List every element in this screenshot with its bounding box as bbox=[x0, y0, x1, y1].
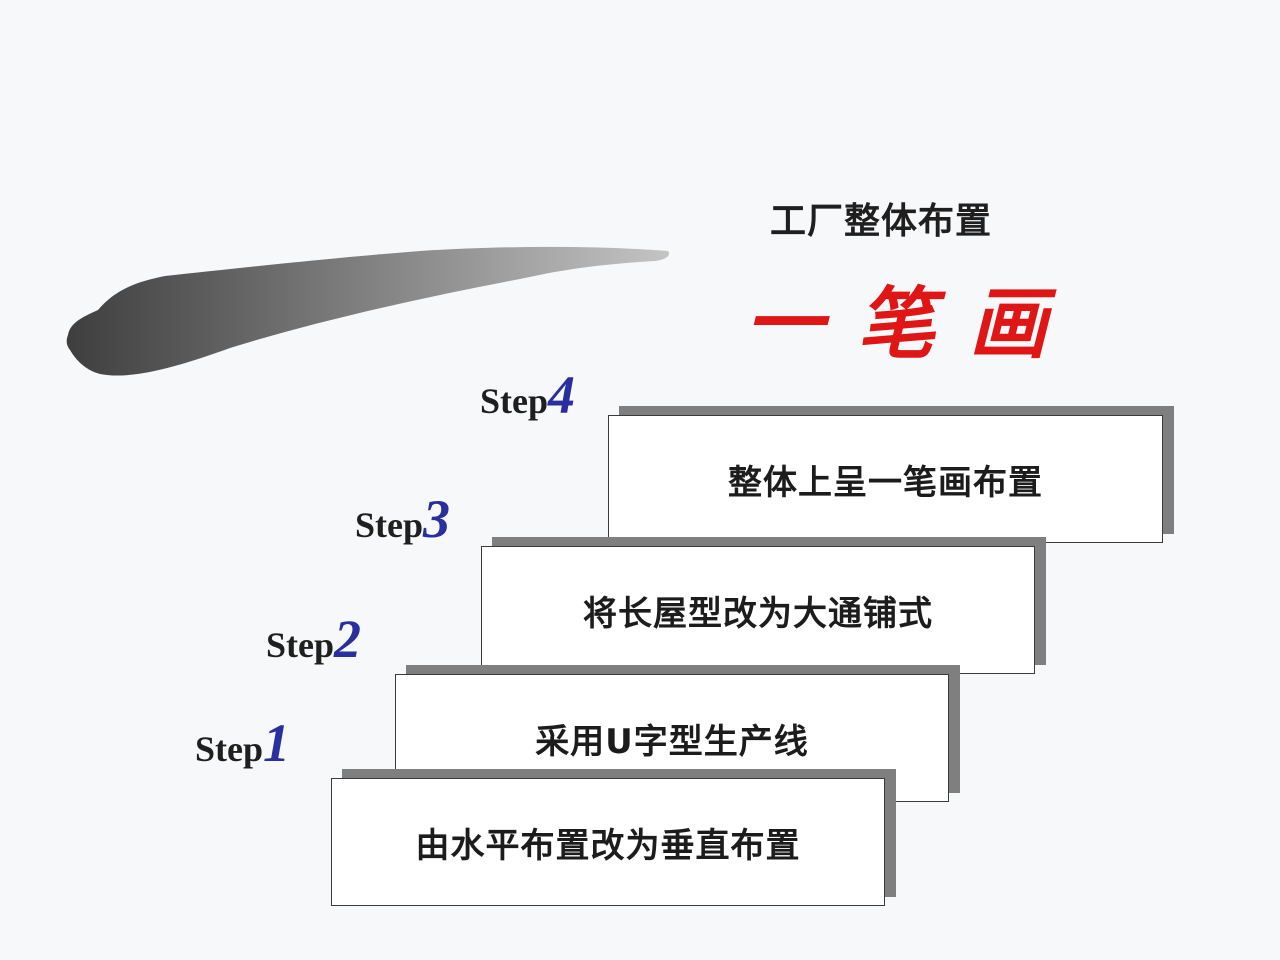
step-label-3: Step3 bbox=[355, 492, 450, 546]
step-label-2: Step2 bbox=[266, 612, 361, 666]
title-line-2: 一笔画 bbox=[745, 279, 1082, 370]
step-box-4: 整体上呈一笔画布置 bbox=[608, 406, 1174, 543]
step-box-3: 将长屋型改为大通铺式 bbox=[481, 537, 1046, 674]
step-prefix: Step bbox=[195, 729, 264, 769]
step-prefix: Step bbox=[355, 505, 424, 545]
step-text-3: 将长屋型改为大通铺式 bbox=[481, 546, 1035, 674]
step-number: 1 bbox=[263, 713, 291, 773]
step-label-1: Step1 bbox=[195, 716, 290, 770]
brush-stroke-graphic bbox=[66, 246, 670, 376]
step-prefix: Step bbox=[266, 625, 335, 665]
step-number: 3 bbox=[423, 489, 451, 549]
title-line-1: 工厂整体布置 bbox=[770, 201, 993, 242]
step-text-1: 由水平布置改为垂直布置 bbox=[331, 778, 885, 906]
step-label-4: Step4 bbox=[480, 368, 575, 422]
step-number: 4 bbox=[548, 365, 576, 425]
step-prefix: Step bbox=[480, 381, 549, 421]
step-number: 2 bbox=[334, 609, 362, 669]
step-text-4: 整体上呈一笔画布置 bbox=[608, 415, 1163, 543]
step-box-1: 由水平布置改为垂直布置 bbox=[331, 769, 896, 906]
